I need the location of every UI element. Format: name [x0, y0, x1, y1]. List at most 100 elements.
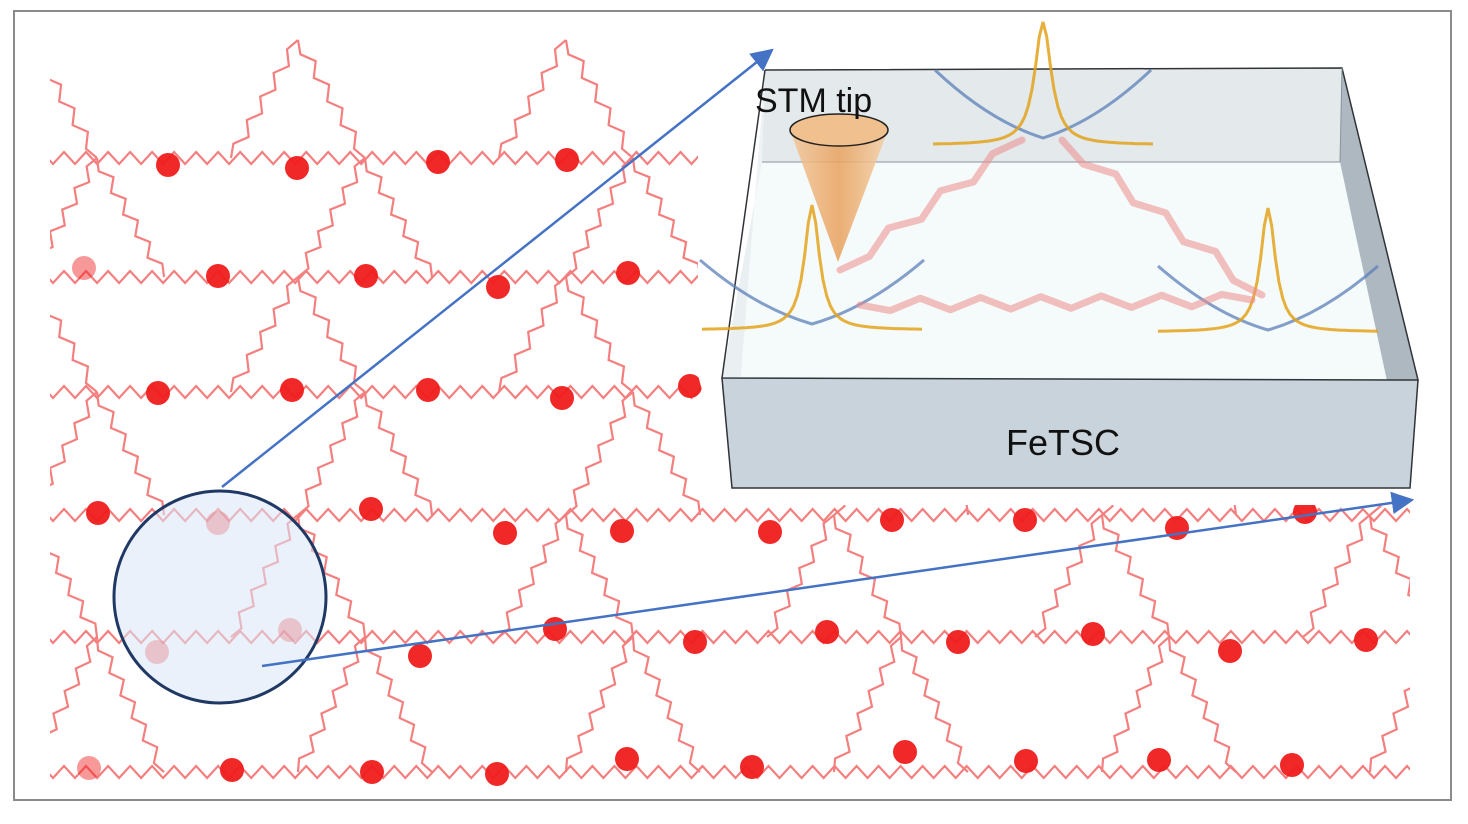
- lattice-site: [1165, 516, 1189, 540]
- lattice-site: [758, 520, 782, 544]
- slab-inner-edge: [1339, 67, 1343, 163]
- slab-top-face: [722, 162, 1418, 380]
- diagonal-bond: [296, 39, 366, 159]
- diagonal-bond: [1437, 158, 1468, 277]
- diagonal-bond: [631, 157, 702, 278]
- lattice-site: [1280, 753, 1304, 777]
- molecular-chain-edge: [1058, 136, 1266, 299]
- substrate-label: FeTSC: [1006, 422, 1120, 463]
- zero-bias-peak: [1157, 207, 1379, 333]
- diagonal-bond: [296, 276, 366, 393]
- diagonal-bond: [564, 514, 635, 638]
- diagonal-bond: [297, 157, 366, 278]
- diagonal-bond: [50, 636, 98, 773]
- diagonal-bond: [363, 391, 434, 516]
- lattice-site: [206, 264, 230, 288]
- diagonal-bond: [564, 276, 634, 393]
- stm-tip-label: STM tip: [755, 82, 872, 120]
- lattice-site: [1293, 500, 1317, 524]
- magnifier-circle: [112, 489, 328, 705]
- diagonal-bond: [297, 391, 366, 516]
- diagonal-bond: [1437, 637, 1468, 772]
- horizontal-bond-chain: [50, 764, 1410, 780]
- lattice-site: [615, 747, 639, 771]
- lattice-site: [408, 644, 432, 668]
- diagonal-bond: [363, 636, 433, 773]
- diagonal-bond: [899, 636, 969, 773]
- diagonal-bond: [1368, 636, 1410, 773]
- diagonal-bond: [363, 157, 434, 278]
- edge-chain: [836, 136, 1266, 315]
- lattice-site: [893, 740, 917, 764]
- stm-tip-icon: [789, 113, 889, 262]
- diagonal-bond: [50, 157, 98, 278]
- band-dispersion: [933, 68, 1153, 140]
- slab-back-wall: [762, 68, 1342, 162]
- lattice-site: [555, 148, 579, 172]
- lattice-site: [815, 620, 839, 644]
- molecular-chain-edge: [836, 136, 1026, 274]
- lattice-site: [1147, 748, 1171, 772]
- lattice-site: [946, 630, 970, 654]
- diagonal-bond: [1437, 392, 1468, 515]
- diagonal-bond: [1368, 39, 1410, 159]
- diagonal-bond: [1100, 514, 1171, 638]
- diagonal-bond: [497, 276, 567, 393]
- lattice-site: [678, 374, 702, 398]
- diagonal-bond: [0, 515, 30, 637]
- zoom-arrow-bottom: [261, 491, 1415, 668]
- lattice-site: [880, 508, 904, 532]
- lattice-site: [1354, 628, 1378, 652]
- lattice-site: [485, 762, 509, 786]
- zero-bias-peak: [701, 204, 923, 331]
- lattice-site: [72, 256, 96, 280]
- lattice-site: [486, 275, 510, 299]
- lattice-site: [416, 378, 440, 402]
- figure-frame: [13, 10, 1452, 801]
- lattice-site: [550, 386, 574, 410]
- lattice-site: [360, 760, 384, 784]
- diagonal-bond: [565, 157, 634, 278]
- zoom-arrow-top: [221, 48, 774, 488]
- diagonal-bond: [1368, 514, 1410, 638]
- diagonal-bond: [564, 39, 634, 159]
- lattice-site: [77, 756, 101, 780]
- lattice-site: [1218, 639, 1242, 663]
- diagonal-bond: [50, 391, 98, 516]
- diagonal-bond: [296, 514, 367, 638]
- lattice-site: [493, 521, 517, 545]
- band-dispersion: [699, 258, 925, 326]
- lattice-site: [354, 264, 378, 288]
- lattice-site: [220, 758, 244, 782]
- diagonal-bond: [95, 157, 166, 278]
- diagonal-bond: [229, 276, 299, 393]
- zero-bias-peak: [932, 21, 1154, 146]
- diagonal-bond: [1302, 514, 1371, 638]
- lattice-site: [683, 630, 707, 654]
- lattice-site: [610, 519, 634, 543]
- lattice-site: [543, 617, 567, 641]
- lattice-site: [1014, 749, 1038, 773]
- lattice-sites: [72, 148, 1378, 786]
- diagonal-bond: [95, 636, 165, 773]
- diagonal-bond: [498, 514, 567, 638]
- diagonal-bond: [1034, 514, 1103, 638]
- diagonal-bond: [766, 514, 835, 638]
- diagonal-bond: [1100, 636, 1170, 773]
- lattice-site: [426, 150, 450, 174]
- molecular-chain-edge: [856, 290, 1256, 315]
- diagonal-bond: [0, 40, 30, 158]
- diagonal-bond: [229, 39, 299, 159]
- diagonal-bond: [631, 636, 701, 773]
- diagonal-bond: [631, 391, 702, 516]
- lattice-site: [86, 501, 110, 525]
- band-dispersion: [1157, 264, 1379, 332]
- lattice-site: [1013, 508, 1037, 532]
- diagonal-bond: [50, 39, 98, 159]
- diagonal-bond: [95, 391, 166, 516]
- diagonal-bond: [50, 514, 99, 638]
- diagonal-bond: [1167, 636, 1237, 773]
- slab-front-face: [722, 378, 1418, 488]
- lattice-site: [146, 381, 170, 405]
